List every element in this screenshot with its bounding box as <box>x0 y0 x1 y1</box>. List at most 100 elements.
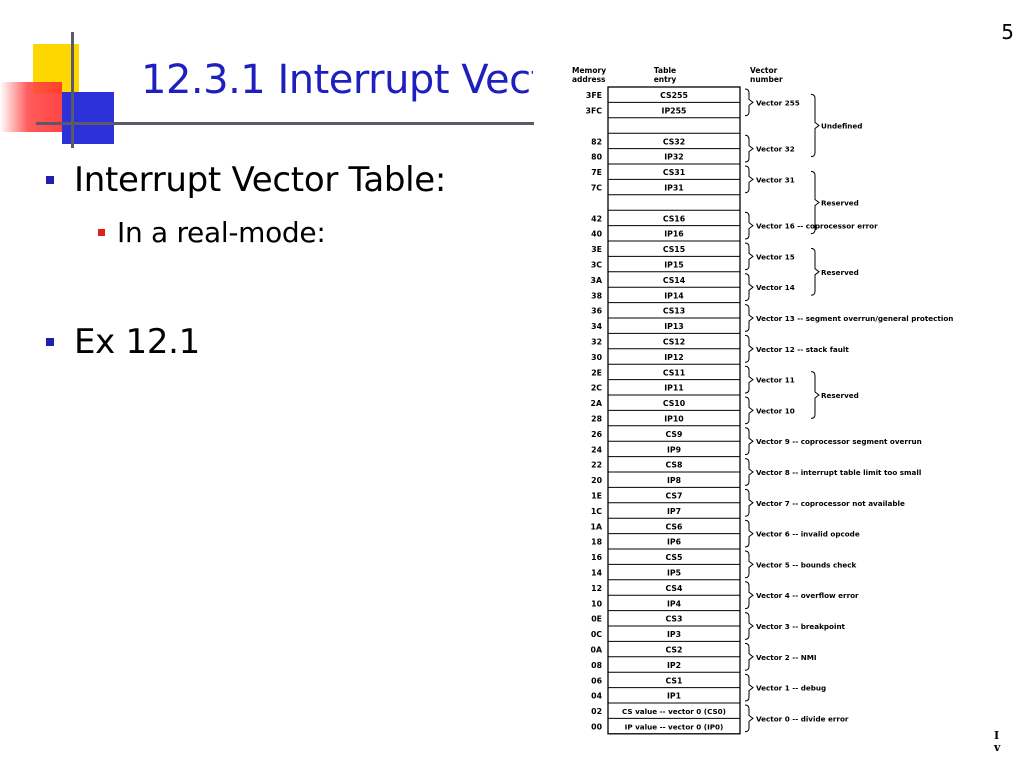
vector-label: Vector 4 -- overflow error <box>756 591 859 600</box>
memory-address-label: 26 <box>591 430 602 439</box>
memory-address-label: 36 <box>591 307 602 316</box>
table-entry-cell: IP15 <box>664 260 683 269</box>
vector-brace <box>744 427 754 456</box>
vector-label: Vector 9 -- coprocessor segment overrun <box>756 437 922 446</box>
memory-address-label: 38 <box>591 291 602 300</box>
vector-label: Vector 11 <box>756 376 795 385</box>
vector-label: Vector 32 <box>756 145 795 154</box>
vector-label: Vector 6 -- invalid opcode <box>756 530 860 539</box>
table-entry-cell: CS8 <box>666 461 683 470</box>
table-entry-cell: IP9 <box>667 445 681 454</box>
table-entry-cell: IP14 <box>664 291 684 300</box>
vector-label: Vector 8 -- interrupt table limit too sm… <box>756 468 921 477</box>
memory-address-label: 10 <box>591 599 602 608</box>
vector-label: Vector 16 -- coprocessor error <box>756 222 878 231</box>
vector-brace <box>744 88 754 117</box>
bullet-text: Interrupt Vector Table: <box>74 160 447 200</box>
header-memory-address: address <box>572 75 606 84</box>
interrupt-vector-table-diagram: MemoryaddressTableentryVectornumberCS255… <box>572 66 953 735</box>
memory-address-label: 7C <box>591 183 602 192</box>
vector-brace <box>744 396 754 425</box>
vector-brace <box>744 242 754 271</box>
vector-brace <box>744 211 754 240</box>
table-entry-cell: IP6 <box>667 538 681 547</box>
vector-brace <box>744 134 754 163</box>
vector-brace <box>744 612 754 640</box>
vector-brace <box>744 550 754 579</box>
memory-address-label: 40 <box>591 230 602 239</box>
memory-address-label: 42 <box>591 214 602 223</box>
vector-label: Vector 255 <box>756 98 800 107</box>
memory-address-label: 2C <box>591 384 602 393</box>
memory-address-label: 18 <box>591 538 602 547</box>
memory-address-label: 3FC <box>586 106 603 115</box>
vector-brace <box>744 519 754 548</box>
sub-bullet-item: In a real-mode: <box>98 216 326 249</box>
table-entry-cell: IP255 <box>662 106 687 115</box>
table-entry-cell: CS14 <box>663 276 686 285</box>
table-entry-cell: IP16 <box>664 230 683 239</box>
vector-brace <box>744 673 754 702</box>
vector-label: Vector 0 -- divide error <box>756 714 849 723</box>
vector-label: Vector 1 -- debug <box>756 684 826 693</box>
table-entry-cell: IP2 <box>667 661 681 670</box>
table-entry-cell: CS13 <box>663 307 685 316</box>
table-entry-cell: CS12 <box>663 337 685 346</box>
bullet-item: Interrupt Vector Table: <box>46 160 446 200</box>
group-label: Undefined <box>821 122 862 131</box>
memory-address-label: 2A <box>591 399 602 408</box>
group-brace <box>810 247 820 296</box>
table-entry-cell: CS value -- vector 0 (CS0) <box>622 707 726 716</box>
title-underline <box>36 122 534 125</box>
vector-label: Vector 7 -- coprocessor not available <box>756 499 905 508</box>
table-entry-cell: IP7 <box>667 507 681 516</box>
vector-brace <box>744 304 754 332</box>
group-label: Reserved <box>821 268 859 277</box>
vector-label: Vector 5 -- bounds check <box>756 560 856 569</box>
memory-address-label: 24 <box>591 445 602 454</box>
table-entry-cell: IP8 <box>667 476 681 485</box>
sub-bullet-marker <box>98 229 105 236</box>
page-number: 5 <box>1001 20 1014 44</box>
memory-address-label: 16 <box>591 553 602 562</box>
memory-address-label: 0A <box>591 645 602 654</box>
header-vector-number: Vector <box>750 66 778 75</box>
memory-address-label: 22 <box>591 461 602 470</box>
table-entry-cell: IP1 <box>667 692 681 701</box>
table-entry-cell: IP3 <box>667 630 681 639</box>
vector-label: Vector 31 <box>756 175 795 184</box>
memory-address-label: 3E <box>591 245 602 254</box>
memory-address-label: 7E <box>591 168 602 177</box>
table-entry-cell: IP32 <box>664 153 683 162</box>
memory-address-label: 14 <box>591 568 602 577</box>
vector-brace <box>744 704 754 733</box>
table-entry-cell: CS4 <box>666 584 683 593</box>
group-brace <box>810 170 820 235</box>
memory-address-label: 0C <box>591 630 602 639</box>
table-entry-cell: IP value -- vector 0 (IP0) <box>625 722 724 731</box>
group-brace <box>810 93 820 158</box>
memory-address-label: 08 <box>591 661 602 670</box>
memory-address-label: 1A <box>591 522 602 531</box>
vector-label: Vector 15 <box>756 252 795 261</box>
vector-brace <box>744 488 754 517</box>
group-label: Reserved <box>821 391 859 400</box>
vector-brace <box>744 273 754 302</box>
vector-brace <box>744 365 754 394</box>
sub-bullet-text: In a real-mode: <box>117 216 326 249</box>
memory-address-label: 2E <box>591 368 602 377</box>
memory-address-label: 04 <box>591 692 602 701</box>
table-entry-cell: CS5 <box>666 553 683 562</box>
memory-address-label: 32 <box>591 337 602 346</box>
table-entry-cell: CS9 <box>666 430 683 439</box>
memory-address-label: 20 <box>591 476 602 485</box>
memory-address-label: 3A <box>591 276 602 285</box>
table-entry-cell: IP11 <box>664 384 683 393</box>
memory-address-label: 28 <box>591 414 602 423</box>
memory-address-label: 30 <box>591 353 602 362</box>
header-vector-number: number <box>750 75 783 84</box>
logo-blue-square <box>62 92 114 144</box>
vector-label: Vector 14 <box>756 283 795 292</box>
vector-brace <box>744 581 754 610</box>
